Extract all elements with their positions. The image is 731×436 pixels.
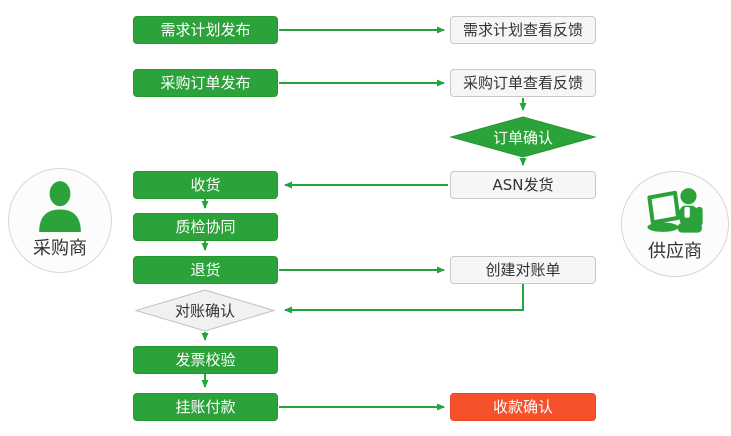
node-label: 退货 [190,260,221,279]
diamond-shape [449,116,597,158]
node-label: 质检协同 [175,217,236,236]
actor-buyer: 采购商 [8,168,112,273]
supplier-person-computer-icon [647,187,703,233]
node-receipt-confirm: 收款确认 [450,393,596,421]
node-label: 需求计划查看反馈 [462,20,583,39]
node-label: 挂账付款 [175,397,236,416]
node-recon-confirm: 对账确认 [134,289,276,332]
node-book-payment: 挂账付款 [133,393,278,421]
node-label: 需求计划发布 [160,20,251,39]
buyer-person-icon [39,181,81,232]
node-label: 对账确认 [174,302,235,320]
node-label: 收货 [190,175,221,194]
node-asn-ship: ASN发货 [450,171,596,199]
actor-buyer-label: 采购商 [33,238,87,259]
node-label: 收款确认 [492,397,553,416]
node-order-confirm: 订单确认 [449,116,597,158]
node-po-feedback: 采购订单查看反馈 [450,69,596,97]
node-demand-plan-feedback: 需求计划查看反馈 [450,16,596,44]
node-receive: 收货 [133,171,278,199]
node-label: 采购订单查看反馈 [462,73,583,92]
node-label: 发票校验 [175,350,236,369]
actor-supplier-label: 供应商 [648,240,702,262]
arrow-statement-to-recon [284,284,524,314]
diamond-shape [134,289,276,332]
node-po-publish: 采购订单发布 [133,69,278,97]
node-label: ASN发货 [492,175,554,194]
node-label: 创建对账单 [485,260,561,279]
actor-supplier: 供应商 [621,171,729,277]
node-create-statement: 创建对账单 [450,256,596,284]
node-return-goods: 退货 [133,256,278,284]
node-label: 采购订单发布 [160,73,251,92]
node-quality-check: 质检协同 [133,213,278,241]
node-label: 订单确认 [492,128,553,147]
node-demand-plan-publish: 需求计划发布 [133,16,278,44]
node-invoice-check: 发票校验 [133,346,278,374]
